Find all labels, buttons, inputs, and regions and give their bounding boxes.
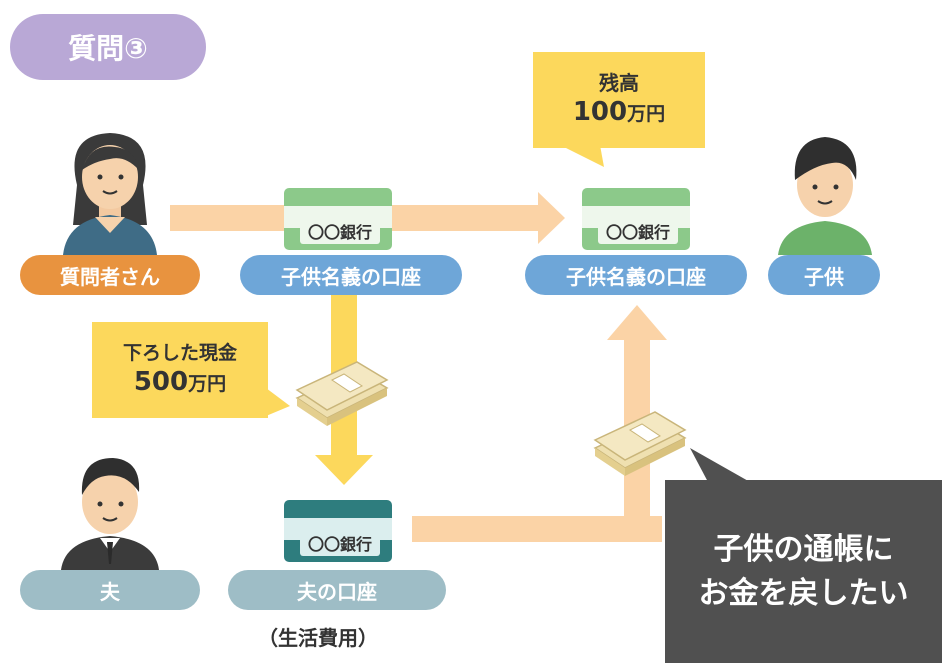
husband-label: 夫 xyxy=(20,570,200,610)
asker-label: 質問者さん xyxy=(20,255,200,295)
child-account-label-left: 子供名義の口座 xyxy=(240,255,462,295)
husband-account-card: 〇〇銀行 xyxy=(284,500,392,562)
husband-account-label: 夫の口座 xyxy=(228,570,446,610)
balance-callout: 残高 100万円 xyxy=(533,52,705,148)
speech-line-1: 子供の通帳に xyxy=(713,532,894,567)
title-badge: 質問③ xyxy=(10,14,206,80)
bank-name-label-husband: 〇〇銀行 xyxy=(299,530,380,556)
child-person-icon xyxy=(778,137,872,255)
child-label: 子供 xyxy=(768,255,880,295)
child-account-label-right: 子供名義の口座 xyxy=(525,255,747,295)
arrow-withdraw-head xyxy=(315,455,373,485)
balance-callout-tail xyxy=(560,145,604,167)
bank-name-label: 〇〇銀行 xyxy=(299,218,380,244)
withdrawn-callout: 下ろした現金 500万円 xyxy=(92,322,268,418)
asker-person-icon xyxy=(63,133,157,255)
arrow-return-horizontal xyxy=(412,516,662,542)
speech-line-2: お金を戻したい xyxy=(698,575,909,611)
bank-name-label-right: 〇〇銀行 xyxy=(597,218,678,244)
arrow-asker-to-account-head xyxy=(538,192,565,244)
living-expenses-note: （生活費用） xyxy=(258,626,378,650)
husband-person-icon xyxy=(61,458,159,570)
balance-label: 残高 xyxy=(599,71,639,96)
child-account-card-left: 〇〇銀行 xyxy=(284,188,392,250)
arrow-return-head xyxy=(607,305,667,340)
speech-bubble: 子供の通帳に お金を戻したい xyxy=(665,480,942,663)
withdrawn-unit: 万円 xyxy=(188,372,227,395)
cash-stack-icon-2 xyxy=(593,411,687,476)
balance-amount: 100 xyxy=(572,97,628,128)
cash-stack-icon xyxy=(295,361,389,426)
speech-bubble-tail xyxy=(690,448,750,482)
balance-unit: 万円 xyxy=(627,103,666,126)
withdrawn-amount: 500 xyxy=(133,366,189,397)
withdrawn-callout-tail xyxy=(266,388,290,416)
withdrawn-label: 下ろした現金 xyxy=(122,341,237,364)
child-account-card-right: 〇〇銀行 xyxy=(582,188,690,250)
